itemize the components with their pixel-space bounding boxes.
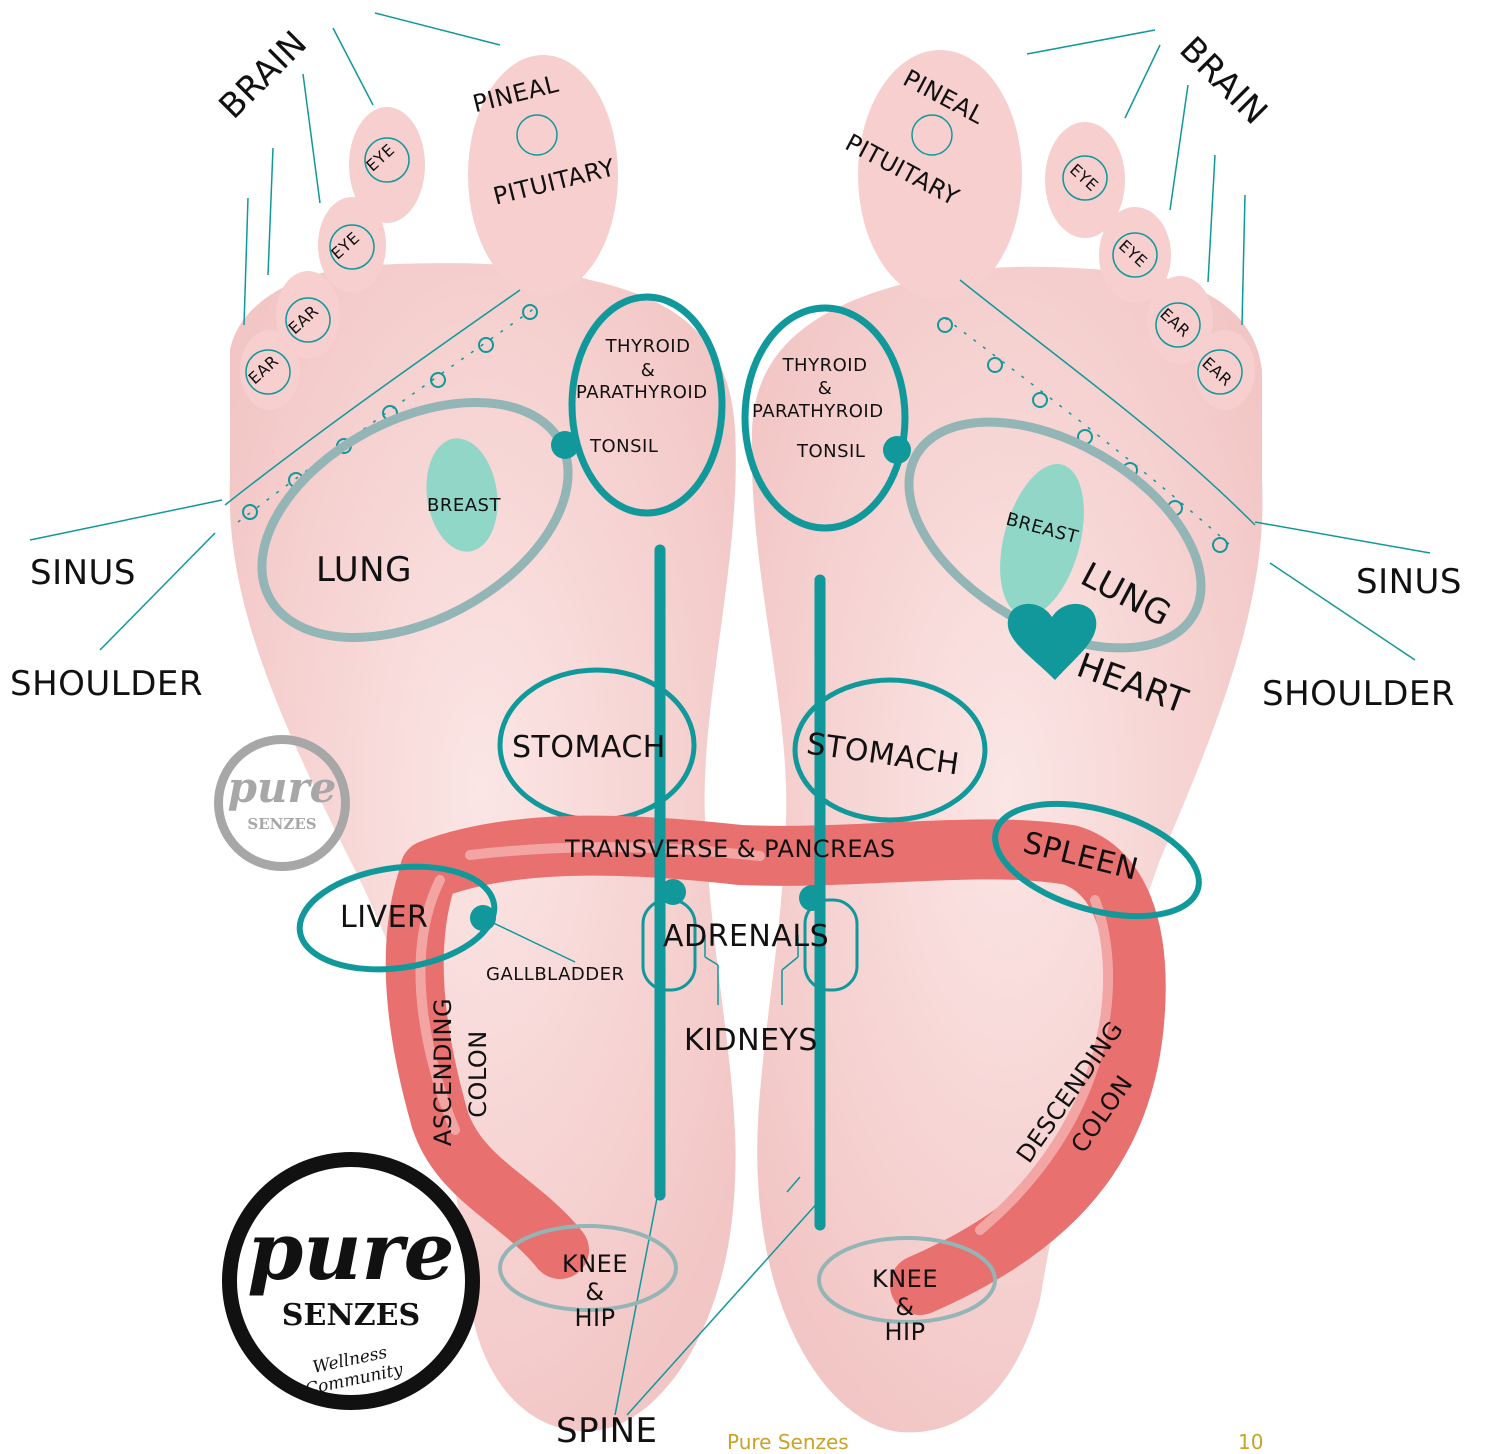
ascending-colon-label: COLON xyxy=(466,1014,490,1134)
liver-label: LIVER xyxy=(340,903,428,933)
footer-brand: Pure Senzes xyxy=(727,1430,849,1454)
logo-big-line1: pure xyxy=(222,1204,480,1298)
adrenals-label: ADRENALS xyxy=(663,922,829,952)
left-tonsil-label: TONSIL xyxy=(590,438,658,456)
spine-label: SPINE xyxy=(556,1414,658,1448)
ascending-label: ASCENDING xyxy=(431,987,455,1157)
gallbladder-label: GALLBLADDER xyxy=(486,966,625,984)
right-hip-label: HIP xyxy=(855,1320,955,1344)
right-sinus-label: SINUS xyxy=(1356,565,1462,599)
transverse-pancreas-label: TRANSVERSE & PANCREAS xyxy=(565,837,896,861)
gallbladder-dot xyxy=(470,905,496,931)
left-hip-label: HIP xyxy=(545,1306,645,1330)
pure-senzes-logo-small: pure SENZES xyxy=(214,735,350,871)
right-knee-label: KNEE xyxy=(855,1267,955,1291)
page-number: 10 xyxy=(1238,1430,1263,1454)
left-knee-amp: & xyxy=(545,1280,645,1304)
right-tonsil-label: TONSIL xyxy=(797,443,865,461)
right-parathyroid-label: PARATHYROID xyxy=(752,403,884,421)
left-parathyroid-label: PARATHYROID xyxy=(576,384,708,402)
left-thyroid-label: THYROID xyxy=(575,338,721,356)
left-tonsil-dot xyxy=(551,431,579,459)
left-breast-label: BREAST xyxy=(427,497,501,515)
left-stomach-label: STOMACH xyxy=(512,733,666,763)
left-knee-label: KNEE xyxy=(545,1252,645,1276)
logo-small-line2: SENZES xyxy=(214,815,350,833)
logo-big-line2: SENZES xyxy=(222,1298,480,1333)
left-thyroid-amp: & xyxy=(575,362,721,380)
logo-small-line1: pure xyxy=(214,763,350,812)
left-sinus-label: SINUS xyxy=(30,556,136,590)
kidneys-label: KIDNEYS xyxy=(684,1026,818,1056)
left-lung-label: LUNG xyxy=(316,553,412,587)
right-thyroid-label: THYROID xyxy=(752,357,898,375)
right-tonsil-dot xyxy=(883,436,911,464)
left-shoulder-label: SHOULDER xyxy=(10,667,203,701)
pure-senzes-logo-large: pure SENZES Wellness Community xyxy=(222,1152,480,1410)
right-thyroid-amp: & xyxy=(752,380,898,398)
right-shoulder-label: SHOULDER xyxy=(1262,677,1455,711)
right-knee-amp: & xyxy=(855,1295,955,1319)
